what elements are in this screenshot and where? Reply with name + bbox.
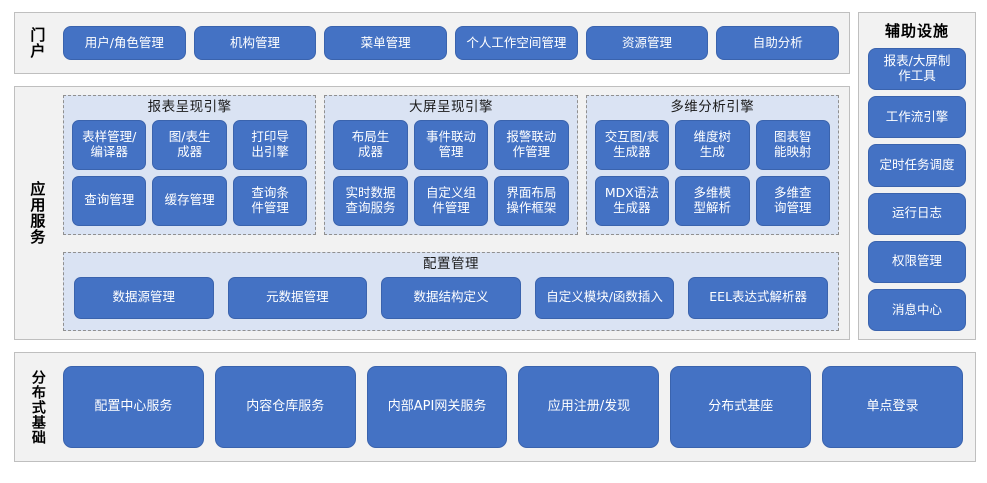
portal-item-user-role-management[interactable]: 用户/角色管理	[63, 26, 186, 60]
aux-item-workflow-engine[interactable]: 工作流引擎	[868, 96, 966, 139]
portal-section: 门户 用户/角色管理 机构管理 菜单管理 个人工作空间管理 资源管理 自助分析	[14, 12, 850, 74]
config-item-datasource-management[interactable]: 数据源管理	[74, 276, 214, 319]
configuration-management-group: 配置管理 数据源管理 元数据管理 数据结构定义 自定义模块/函数插入 EEL表达…	[63, 252, 839, 331]
application-services-section-label: 应用服务	[28, 181, 47, 245]
large-screen-rendering-engine-group: 大屏呈现引擎 布局生 成器 事件联动 管理 报警联动 作管理 实时数据 查询服务…	[324, 95, 578, 235]
auxiliary-facilities-section: 辅助设施 报表/大屏制 作工具 工作流引擎 定时任务调度 运行日志 权限管理 消…	[858, 12, 976, 340]
portal-item-menu-management[interactable]: 菜单管理	[324, 26, 448, 60]
engine-item-interactive-chart-table-generator[interactable]: 交互图/表 生成器	[594, 119, 670, 170]
portal-section-label: 门户	[28, 27, 47, 59]
multidimensional-analysis-engine-items: 交互图/表 生成器 维度树 生成 图表智 能映射 MDX语法 生成器 多维模 型…	[594, 119, 830, 226]
dist-item-single-sign-on[interactable]: 单点登录	[822, 366, 963, 448]
configuration-management-items: 数据源管理 元数据管理 数据结构定义 自定义模块/函数插入 EEL表达式解析器	[74, 276, 828, 319]
application-services-body: 报表呈现引擎 表样管理/ 编译器 图/表生 成器 打印导 出引擎 查询管理 缓存…	[59, 87, 849, 339]
report-rendering-engine-items: 表样管理/ 编译器 图/表生 成器 打印导 出引擎 查询管理 缓存管理 查询条 …	[72, 119, 308, 226]
distributed-base-items-row: 配置中心服务 内容仓库服务 内部API网关服务 应用注册/发现 分布式基座 单点…	[59, 353, 975, 461]
engine-item-realtime-data-query-service[interactable]: 实时数据 查询服务	[333, 175, 408, 226]
engine-item-dimension-tree-generation[interactable]: 维度树 生成	[675, 119, 750, 170]
engine-item-multidimensional-query-management[interactable]: 多维查 询管理	[755, 175, 830, 226]
dist-item-distributed-foundation[interactable]: 分布式基座	[670, 366, 812, 448]
engines-row: 报表呈现引擎 表样管理/ 编译器 图/表生 成器 打印导 出引擎 查询管理 缓存…	[63, 95, 839, 235]
large-screen-rendering-engine-title: 大屏呈现引擎	[408, 99, 493, 115]
engine-item-cache-management[interactable]: 缓存管理	[152, 175, 227, 226]
aux-item-runtime-log[interactable]: 运行日志	[868, 192, 966, 235]
engine-item-custom-component-management[interactable]: 自定义组 件管理	[413, 175, 489, 226]
engine-item-layout-generator[interactable]: 布局生 成器	[333, 119, 408, 170]
engine-item-event-linkage-management[interactable]: 事件联动 管理	[413, 119, 489, 170]
portal-item-self-service-analysis[interactable]: 自助分析	[716, 26, 840, 60]
multidimensional-analysis-engine-group: 多维分析引擎 交互图/表 生成器 维度树 生成 图表智 能映射 MDX语法 生成…	[585, 95, 839, 235]
engine-item-ui-layout-operation-framework[interactable]: 界面布局 操作框架	[494, 175, 569, 226]
multidimensional-analysis-engine-title: 多维分析引擎	[670, 99, 755, 115]
auxiliary-facilities-items: 报表/大屏制 作工具 工作流引擎 定时任务调度 运行日志 权限管理 消息中心	[868, 48, 966, 332]
report-rendering-engine-group: 报表呈现引擎 表样管理/ 编译器 图/表生 成器 打印导 出引擎 查询管理 缓存…	[63, 95, 317, 235]
dist-item-content-repository-service[interactable]: 内容仓库服务	[214, 366, 356, 448]
engine-item-report-template-editor[interactable]: 表样管理/ 编译器	[72, 119, 147, 170]
application-services-section: 应用服务 报表呈现引擎 表样管理/ 编译器 图/表生 成器 打印导 出引擎 查询…	[14, 86, 850, 340]
distributed-base-section: 分布式基础 配置中心服务 内容仓库服务 内部API网关服务 应用注册/发现 分布…	[14, 352, 976, 462]
auxiliary-facilities-label: 辅助设施	[884, 22, 949, 40]
config-item-eel-expression-parser[interactable]: EEL表达式解析器	[688, 276, 828, 319]
dist-item-config-center-service[interactable]: 配置中心服务	[63, 366, 204, 448]
engine-item-print-export-engine[interactable]: 打印导 出引擎	[232, 119, 308, 170]
portal-item-organization-management[interactable]: 机构管理	[193, 26, 317, 60]
engine-item-chart-smart-mapping[interactable]: 图表智 能映射	[755, 119, 830, 170]
engine-item-query-condition-management[interactable]: 查询条 件管理	[232, 175, 308, 226]
config-item-custom-module-function-insertion[interactable]: 自定义模块/函数插入	[534, 276, 675, 319]
large-screen-rendering-engine-items: 布局生 成器 事件联动 管理 报警联动 作管理 实时数据 查询服务 自定义组 件…	[333, 119, 569, 226]
config-item-data-structure-definition[interactable]: 数据结构定义	[381, 276, 521, 319]
dist-item-internal-api-gateway-service[interactable]: 内部API网关服务	[366, 366, 508, 448]
aux-item-message-center[interactable]: 消息中心	[868, 288, 966, 332]
aux-item-report-dashboard-authoring-tool[interactable]: 报表/大屏制 作工具	[868, 48, 966, 91]
engine-item-alarm-linkage-action-management[interactable]: 报警联动 作管理	[494, 119, 569, 170]
portal-item-personal-workspace-management[interactable]: 个人工作空间管理	[455, 26, 578, 60]
engine-item-chart-table-generator[interactable]: 图/表生 成器	[152, 119, 227, 170]
distributed-base-section-label: 分布式基础	[29, 369, 46, 445]
configuration-management-title: 配置管理	[423, 256, 479, 272]
report-rendering-engine-title: 报表呈现引擎	[147, 99, 232, 115]
aux-item-scheduled-task-scheduling[interactable]: 定时任务调度	[868, 144, 966, 187]
aux-item-permission-management[interactable]: 权限管理	[868, 240, 966, 283]
portal-item-resource-management[interactable]: 资源管理	[585, 26, 709, 60]
config-item-metadata-management[interactable]: 元数据管理	[227, 276, 368, 319]
dist-item-application-registry-discovery[interactable]: 应用注册/发现	[518, 366, 660, 448]
engine-item-multidimensional-model-parsing[interactable]: 多维模 型解析	[675, 175, 750, 226]
engine-item-mdx-syntax-generator[interactable]: MDX语法 生成器	[594, 175, 670, 226]
engine-item-query-management[interactable]: 查询管理	[72, 175, 147, 226]
portal-items-row: 用户/角色管理 机构管理 菜单管理 个人工作空间管理 资源管理 自助分析	[59, 13, 849, 73]
